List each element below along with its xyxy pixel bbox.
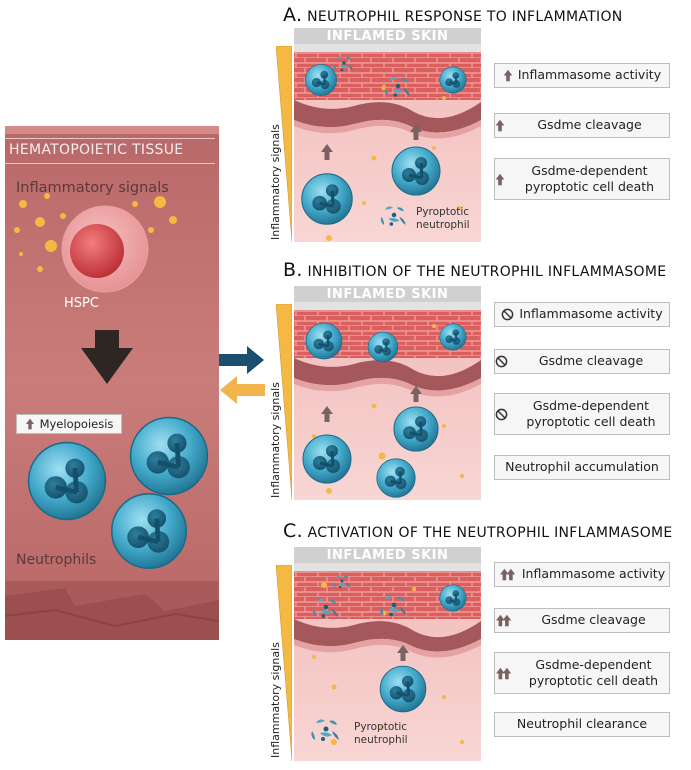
myelopoiesis-label: Myelopoiesis <box>39 416 114 431</box>
panel-c-effect-2-label: Gsdme cleavage <box>541 612 646 628</box>
panel-b-effect-2-label: Gsdme cleavage <box>538 353 644 369</box>
myelopoiesis-box: Myelopoiesis <box>16 414 122 434</box>
panel-a-effect-3-label: Gsdme-dependent pyroptotic cell death <box>524 162 655 194</box>
panel-a-effect-2: Gsdme cleavage <box>494 113 670 138</box>
left-panel-title-box: HEMATOPOIETIC TISSUE <box>5 138 215 164</box>
neutrophils-label: Neutrophils <box>16 552 97 568</box>
panel-a-skin <box>294 28 481 242</box>
panel-c-effect-4: Neutrophil clearance <box>494 712 670 737</box>
inflammatory-signal-dots <box>14 193 177 273</box>
panel-b-skin <box>294 286 481 500</box>
panel-a-signals-label: Inflammatory signals <box>269 124 282 240</box>
prohibited-icon <box>495 355 508 368</box>
panel-a-effect-1-label: Inflammasome activity <box>517 67 662 83</box>
panel-c-effect-1: Inflammasome activity <box>494 562 670 587</box>
prohibited-icon <box>495 408 508 421</box>
panel-b-effect-4: Neutrophil accumulation <box>494 455 670 480</box>
panel-c-title-text: ACTIVATION OF THE NEUTROPHIL INFLAMMASOM… <box>307 525 673 541</box>
double-up-arrow-icon <box>499 568 517 581</box>
panel-b-signal-gradient <box>276 304 292 500</box>
panel-b-letter: B. <box>283 259 303 281</box>
panel-c-effect-3: Gsdme-dependent pyroptotic cell death <box>494 652 670 694</box>
hspc-cell <box>61 205 149 293</box>
panel-a-effect-1: Inflammasome activity <box>494 63 670 88</box>
up-arrow-icon <box>25 418 35 430</box>
up-arrow-icon <box>495 173 505 186</box>
left-panel-title: HEMATOPOIETIC TISSUE <box>9 142 184 158</box>
up-arrow-icon <box>503 69 513 82</box>
panel-b-effect-1: Inflammasome activity <box>494 302 670 327</box>
double-up-arrow-icon <box>495 614 513 627</box>
left-signals-label: Inflammatory signals <box>16 180 169 196</box>
panel-c-effect-3-label: Gsdme-dependent pyroptotic cell death <box>528 656 659 688</box>
double-up-arrow-icon <box>495 667 513 680</box>
panel-c-pyroptotic-label: Pyroptotic neutrophil <box>354 721 408 746</box>
panel-b-title: B. INHIBITION OF THE NEUTROPHIL INFLAMMA… <box>283 259 666 281</box>
panel-b-effect-3: Gsdme-dependent pyroptotic cell death <box>494 393 670 435</box>
panel-b-effect-1-label: Inflammasome activity <box>519 306 663 322</box>
gold-left-arrow <box>220 376 265 404</box>
panel-a-effect-2-label: Gsdme cleavage <box>537 117 642 133</box>
panel-b-title-text: INHIBITION OF THE NEUTROPHIL INFLAMMASOM… <box>307 264 667 280</box>
panel-a-skin-label: INFLAMED SKIN <box>326 29 449 44</box>
hspc-label: HSPC <box>64 296 99 311</box>
panel-b-signals-label: Inflammatory signals <box>269 382 282 498</box>
panel-c-signal-gradient <box>276 565 292 761</box>
panel-c-signals-label: Inflammatory signals <box>269 642 282 758</box>
exchange-arrows <box>219 346 265 404</box>
panel-c-effect-4-label: Neutrophil clearance <box>516 716 648 732</box>
up-arrow-icon <box>495 119 505 132</box>
panel-b-effect-4-label: Neutrophil accumulation <box>505 459 659 475</box>
panel-a-title-text: NEUTROPHIL RESPONSE TO INFLAMMATION <box>307 9 623 25</box>
hematopoietic-tissue-panel <box>5 126 219 640</box>
panel-a-effect-3: Gsdme-dependent pyroptotic cell death <box>494 158 670 200</box>
panel-c-letter: C. <box>283 520 303 542</box>
differentiation-arrow <box>81 330 133 384</box>
panel-c-title: C. ACTIVATION OF THE NEUTROPHIL INFLAMMA… <box>283 520 673 542</box>
panel-a-letter: A. <box>283 4 303 26</box>
panel-a-pyroptotic-label: Pyroptotic neutrophil <box>416 206 470 231</box>
panel-a-signal-gradient <box>276 46 292 242</box>
navy-right-arrow <box>219 346 264 374</box>
panel-c-skin-label: INFLAMED SKIN <box>326 548 449 563</box>
panel-c-effect-1-label: Inflammasome activity <box>521 566 666 582</box>
prohibited-icon <box>501 308 514 321</box>
panel-a-title: A. NEUTROPHIL RESPONSE TO INFLAMMATION <box>283 4 623 26</box>
panel-b-effect-3-label: Gsdme-dependent pyroptotic cell death <box>526 397 656 429</box>
panel-b-skin-label: INFLAMED SKIN <box>326 287 449 302</box>
panel-c-skin <box>294 547 481 761</box>
panel-c-effect-2: Gsdme cleavage <box>494 608 670 633</box>
panel-b-effect-2: Gsdme cleavage <box>494 349 670 374</box>
